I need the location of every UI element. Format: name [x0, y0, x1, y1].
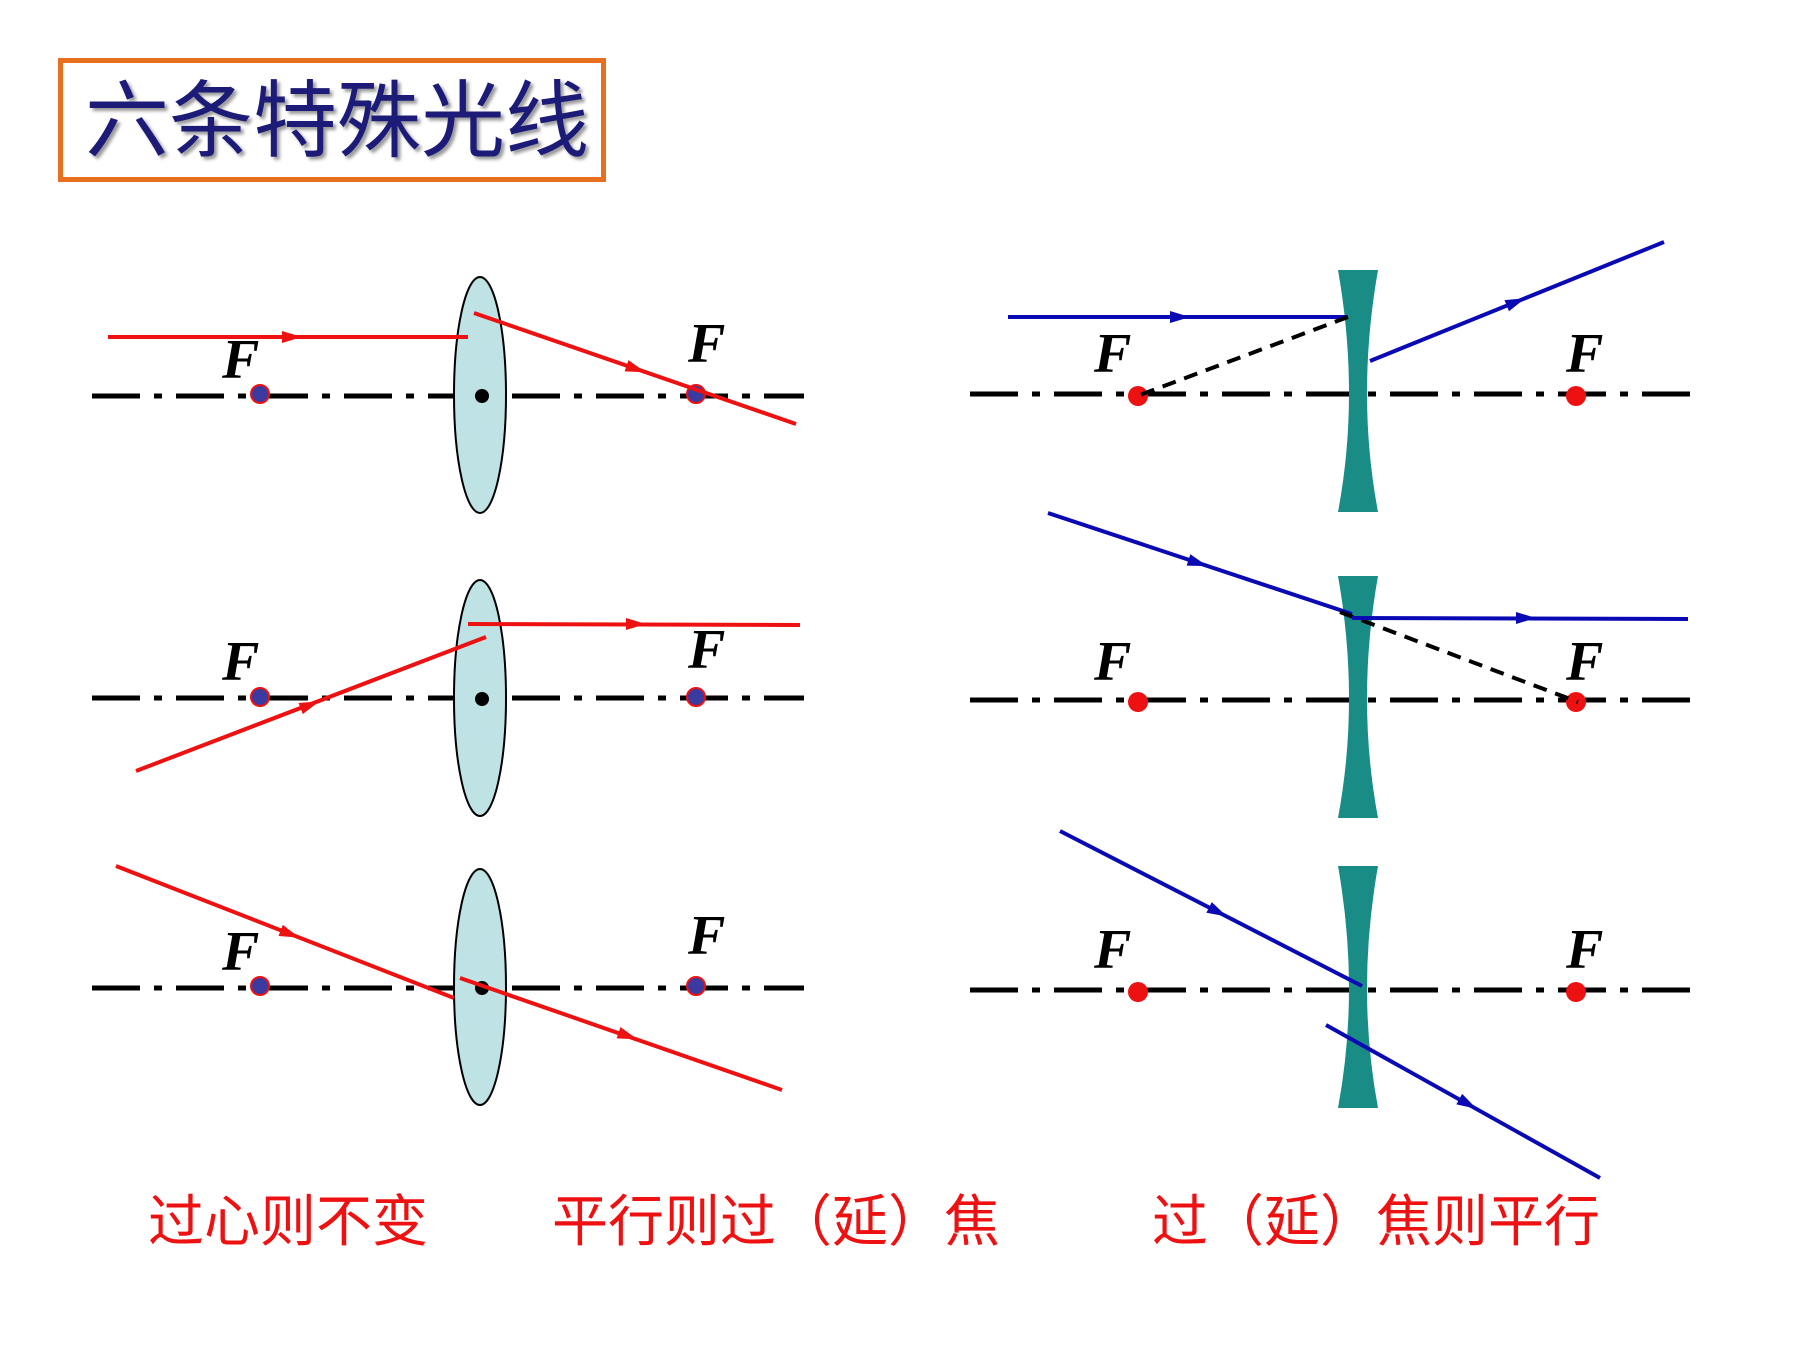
arrow-head-icon: [626, 618, 646, 630]
arrow-head-icon: [624, 360, 648, 378]
focal-point-icon: [250, 384, 270, 404]
focal-point-icon: [1128, 982, 1148, 1002]
focal-point-icon: [1566, 386, 1586, 406]
focus-label: F: [687, 619, 725, 681]
arrow-head-icon: [282, 331, 302, 343]
concave-diagram-2: F F: [970, 511, 1700, 818]
focus-label: F: [1093, 631, 1131, 693]
focus-label: F: [1093, 323, 1131, 385]
caption-center-ray: 过心则不变: [148, 1190, 428, 1255]
arrow-head-icon: [1516, 612, 1536, 624]
convex-diagram-2: F F: [92, 579, 804, 817]
extension-line: [1139, 315, 1349, 397]
lens-center-point: [475, 389, 489, 403]
arrow-head-icon: [1206, 902, 1230, 922]
extension-line: [1339, 610, 1579, 704]
focal-point-icon: [686, 687, 706, 707]
focus-label: F: [687, 313, 725, 375]
focal-point-icon: [1566, 692, 1586, 712]
concave-diagram-3: F F: [970, 829, 1700, 1180]
focus-label: F: [1093, 919, 1131, 981]
focal-point-icon: [250, 976, 270, 996]
focal-point-icon: [1566, 982, 1586, 1002]
convex-diagram-3: F F: [92, 864, 804, 1106]
concave-lens-icon: [1338, 270, 1378, 512]
caption-parallel-ray: 平行则过（延）焦: [552, 1190, 1000, 1255]
focus-label: F: [221, 329, 259, 391]
focal-point-icon: [1128, 692, 1148, 712]
arrow-head-icon: [278, 924, 302, 944]
focus-label: F: [687, 905, 725, 967]
focal-point-icon: [686, 976, 706, 996]
focal-point-icon: [1128, 386, 1148, 406]
concave-lens-icon: [1338, 866, 1378, 1108]
title-box: 六条特殊光线: [58, 58, 606, 182]
concave-diagram-1: F F: [970, 240, 1700, 512]
concave-lens-icon: [1338, 576, 1378, 818]
focus-label: F: [1565, 919, 1603, 981]
arrow-head-icon: [1186, 554, 1210, 572]
convex-diagram-1: F F: [92, 276, 804, 514]
focal-point-icon: [250, 687, 270, 707]
caption-focal-ray: 过（延）焦则平行: [1152, 1190, 1600, 1255]
lens-center-point: [475, 692, 489, 706]
focus-label: F: [1565, 323, 1603, 385]
focus-label: F: [221, 921, 259, 983]
focus-label: F: [221, 631, 259, 693]
arrow-head-icon: [1504, 292, 1528, 312]
focus-label: F: [1565, 631, 1603, 693]
arrow-head-icon: [1170, 311, 1190, 323]
page-title: 六条特殊光线: [85, 72, 590, 170]
arrow-head-icon: [616, 1027, 640, 1045]
